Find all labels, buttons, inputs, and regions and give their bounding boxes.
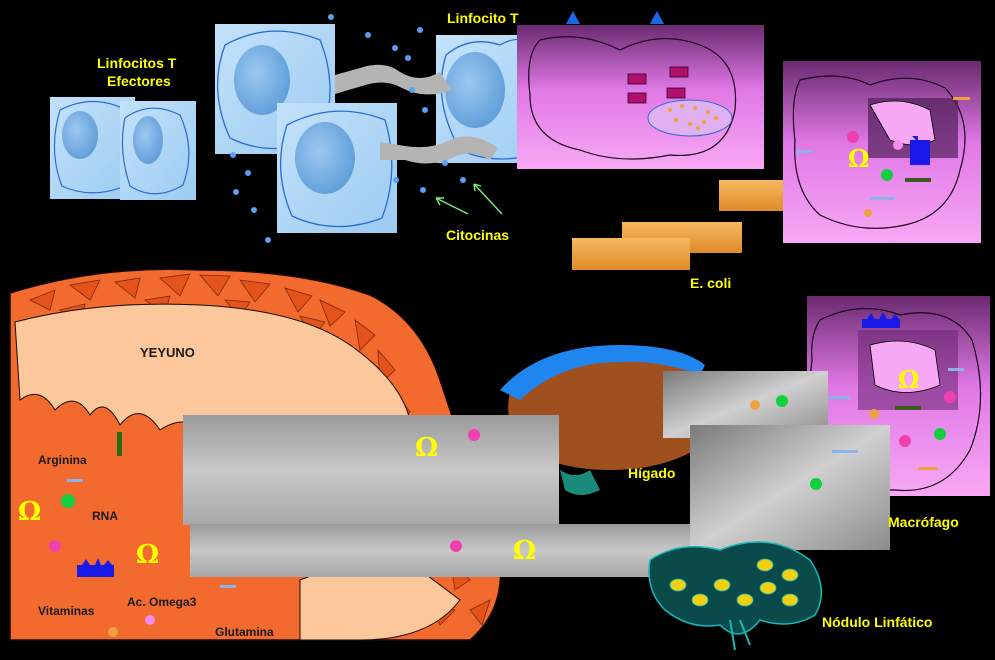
liver-label: Hígado xyxy=(628,465,675,481)
omega-glyph-icon: Ω xyxy=(848,144,869,173)
t-cell-label: Linfocito T xyxy=(447,10,519,26)
omega3-label: Ac. Omega3 xyxy=(127,595,196,609)
cytokines-label: Citocinas xyxy=(446,227,509,243)
macrophage-label: Macrófago xyxy=(888,514,959,530)
omega-glyph-icon: Ω xyxy=(898,365,919,394)
omega-glyph-icon: Ω xyxy=(18,497,41,527)
arginine-label: Arginina xyxy=(38,453,87,467)
omega-glyph-icon: Ω xyxy=(513,536,536,566)
vitamins-label: Vitaminas xyxy=(38,604,94,618)
macrophage-right-top xyxy=(783,61,981,243)
macrophage-top xyxy=(517,25,764,169)
effector-cells-label-line1: Linfocitos T xyxy=(97,55,176,71)
e-coli-bacteria xyxy=(572,180,787,270)
effector-t-cells xyxy=(50,97,196,200)
rna-label: RNA xyxy=(92,509,118,523)
jejunum-label: YEYUNO xyxy=(140,345,195,360)
triangle-markers xyxy=(566,11,664,24)
lymph-node xyxy=(649,542,821,650)
lymph-node-label: Nódulo Linfático xyxy=(822,614,932,630)
cytokine-pointer-arrows xyxy=(436,184,502,214)
glutamine-label: Glutamina xyxy=(215,625,274,639)
effector-cells-label-line2: Efectores xyxy=(107,73,171,89)
omega-glyph-icon: Ω xyxy=(136,540,159,570)
omega-glyph-icon: Ω xyxy=(415,433,438,463)
e-coli-label: E. coli xyxy=(690,275,731,291)
